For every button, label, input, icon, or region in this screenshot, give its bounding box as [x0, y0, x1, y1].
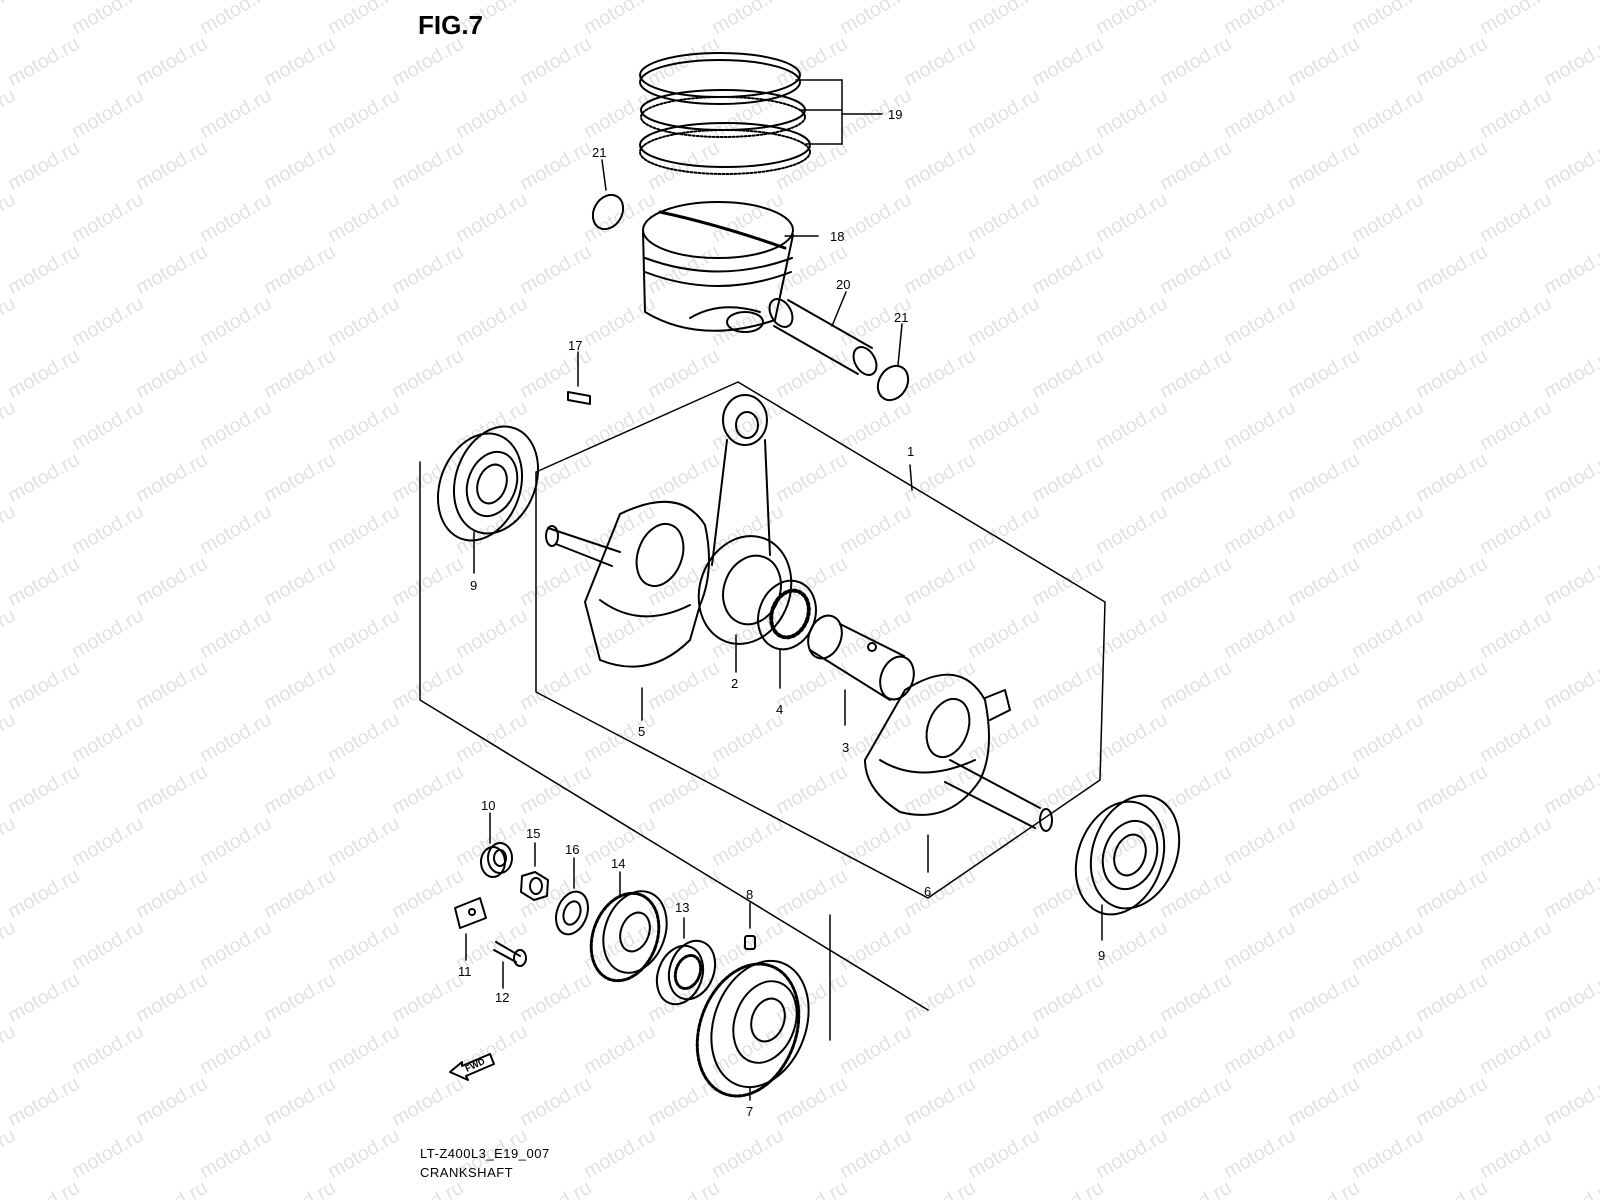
callout-17: 17 [568, 338, 582, 353]
gear-7 [695, 959, 810, 1101]
callout-13: 13 [675, 900, 689, 915]
callout-11: 11 [458, 964, 472, 979]
crank-web-left [545, 500, 710, 721]
bearing-left [436, 425, 540, 574]
callout-16: 16 [565, 842, 579, 857]
crank-pin [807, 614, 915, 726]
callout-18: 18 [830, 229, 844, 244]
needle-bearing [757, 579, 817, 689]
callout-9-left: 9 [470, 578, 477, 593]
circlip-right [876, 323, 910, 402]
woodruff-key [567, 351, 591, 405]
nut-15 [520, 842, 549, 901]
screw-12 [493, 941, 527, 989]
pin-8 [744, 902, 756, 950]
washer-16 [555, 857, 589, 936]
callout-8: 8 [746, 887, 753, 902]
assembly-outline [419, 381, 1106, 1011]
callout-4: 4 [776, 702, 783, 717]
piston-pin [768, 291, 878, 376]
callout-15: 15 [526, 826, 540, 841]
piston [642, 201, 819, 333]
callout-20: 20 [836, 277, 850, 292]
callout-2: 2 [731, 676, 738, 691]
callout-3: 3 [842, 740, 849, 755]
callout-10: 10 [481, 798, 495, 813]
bearing-small-10 [480, 812, 513, 878]
figure-title: FIG.7 [418, 10, 484, 40]
callout-5: 5 [638, 724, 645, 739]
plate-11 [454, 897, 487, 961]
callout-21-left: 21 [592, 145, 606, 160]
callout-21-right: 21 [894, 310, 908, 325]
fwd-arrow-icon: FWD [449, 1053, 495, 1081]
callout-12: 12 [495, 990, 509, 1005]
crank-web-right [864, 673, 1053, 873]
callout-14: 14 [611, 856, 625, 871]
bearing-right [1074, 794, 1181, 941]
callout-6: 6 [924, 884, 931, 899]
callout-19: 19 [888, 107, 902, 122]
callout-1: 1 [907, 444, 914, 459]
bearing-13 [655, 917, 717, 1006]
callout-7: 7 [746, 1104, 753, 1119]
connecting-rod [697, 394, 793, 673]
circlip-left [591, 159, 625, 231]
piston-rings [639, 52, 883, 175]
gear-14 [589, 871, 668, 983]
diagram-name: CRANKSHAFT [420, 1165, 514, 1180]
callout-9-right: 9 [1098, 948, 1105, 963]
diagram-code: LT-Z400L3_E19_007 [420, 1146, 550, 1161]
